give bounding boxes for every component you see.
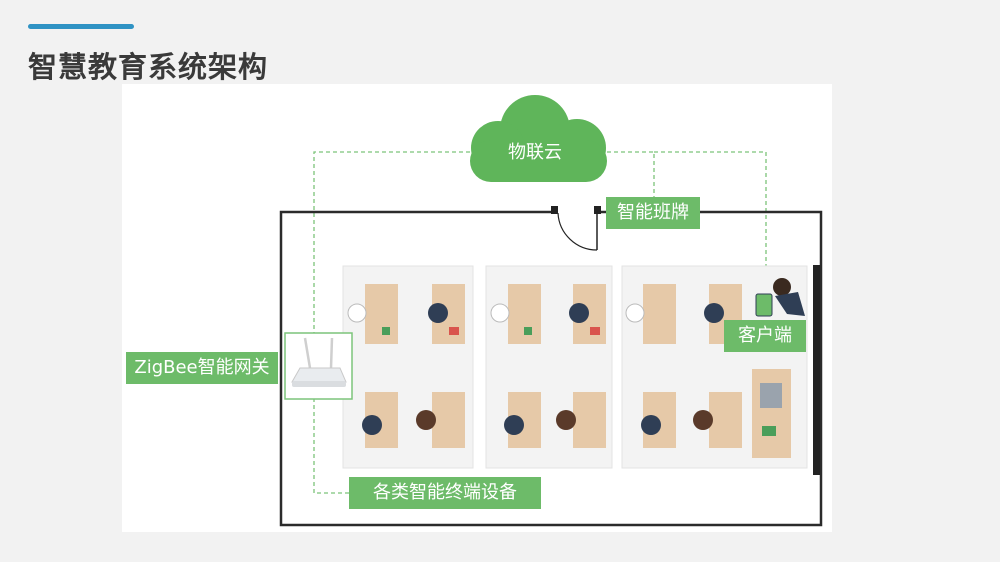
- gateway-to-devices-line: [313, 398, 350, 494]
- desk-group-top-left: [347, 284, 465, 344]
- desk-group-bottom-middle: [504, 392, 606, 448]
- signboard-label: 智能班牌: [606, 197, 700, 229]
- devices-label: 各类智能终端设备: [349, 477, 541, 509]
- connection-lines: [313, 151, 767, 494]
- cloud-to-gateway-line: [313, 151, 470, 335]
- client-label: 客户端: [724, 320, 806, 352]
- desk-group-bottom-right: [641, 392, 742, 448]
- door-icon: [551, 206, 601, 251]
- cloud-to-client-line: [654, 151, 767, 282]
- cloud-to-signboard-line: [600, 151, 655, 198]
- page-title: 智慧教育系统架构: [28, 50, 269, 84]
- teacher-icon: [755, 278, 805, 317]
- desk-group-top-middle: [490, 284, 606, 344]
- classroom-outline: [279, 210, 823, 527]
- blackboard: [813, 265, 820, 475]
- cloud-label: 物联云: [508, 142, 562, 163]
- desk-group-bottom-left: [362, 392, 465, 448]
- title-accent-bar: [28, 24, 134, 29]
- cloud-icon: [470, 95, 607, 182]
- gateway-label: ZigBee智能网关: [126, 352, 278, 384]
- router-icon: [284, 332, 353, 400]
- teacher-desk: [752, 369, 791, 458]
